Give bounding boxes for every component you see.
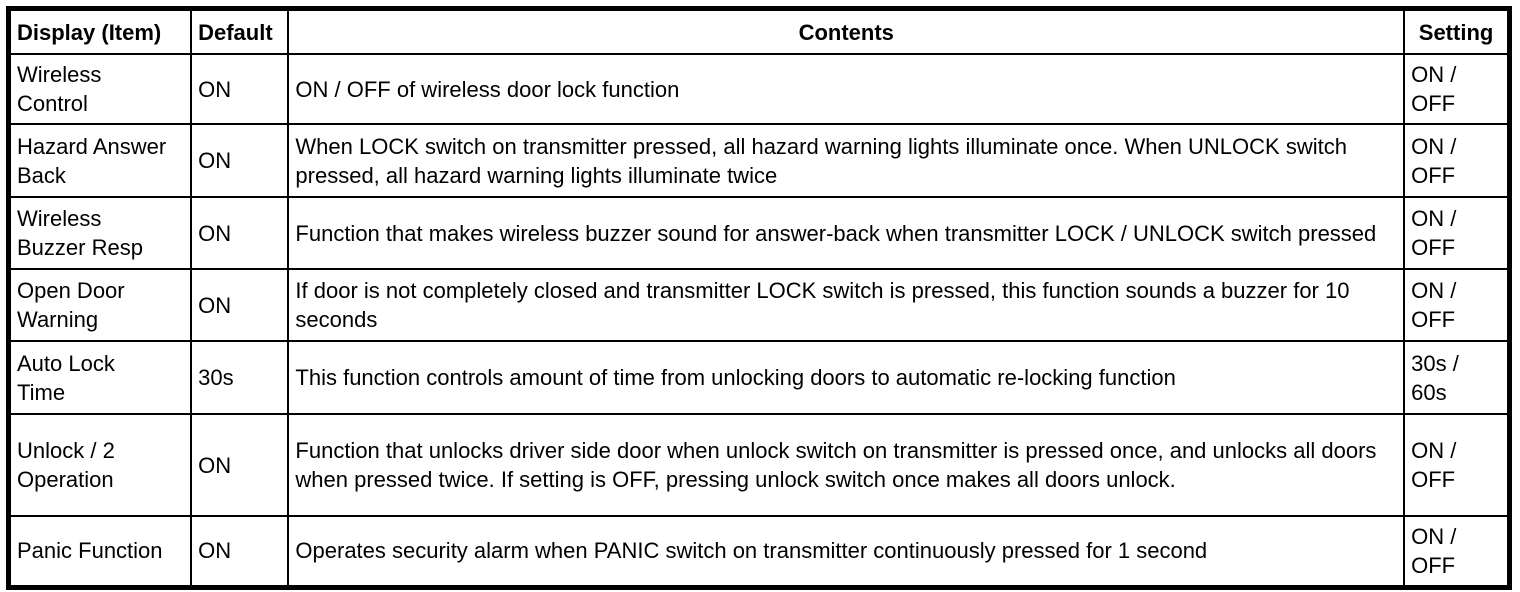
- default-cell: ON: [190, 196, 290, 270]
- contents-cell: This function controls amount of time fr…: [287, 340, 1406, 415]
- header-contents: Contents: [287, 7, 1406, 55]
- contents-cell: If door is not completely closed and tra…: [287, 268, 1406, 342]
- item-cell: Hazard Answer Back: [7, 123, 193, 198]
- setting-cell: ON / OFF: [1403, 413, 1511, 517]
- default-cell: ON: [190, 413, 290, 517]
- header-display-item: Display (Item): [7, 7, 193, 55]
- setting-cell: 30s / 60s: [1403, 340, 1511, 415]
- default-cell: ON: [190, 123, 290, 198]
- default-cell: 30s: [190, 340, 290, 415]
- setting-cell: ON / OFF: [1403, 196, 1511, 270]
- header-default: Default: [190, 7, 290, 55]
- item-cell: Auto Lock Time: [7, 340, 193, 415]
- table-row-wireless-control: Wireless Control ON ON / OFF of wireless…: [7, 53, 1511, 125]
- wireless-door-lock-settings-table: Display (Item) Default Contents Setting …: [6, 6, 1512, 590]
- default-cell: ON: [190, 268, 290, 342]
- item-cell: Wireless Buzzer Resp: [7, 196, 193, 270]
- table-row-open-door-warning: Open Door Warning ON If door is not comp…: [7, 268, 1511, 342]
- setting-cell: ON / OFF: [1403, 268, 1511, 342]
- default-cell: ON: [190, 515, 290, 588]
- setting-cell: ON / OFF: [1403, 515, 1511, 588]
- default-cell: ON: [190, 53, 290, 125]
- contents-cell: ON / OFF of wireless door lock function: [287, 53, 1406, 125]
- setting-cell: ON / OFF: [1403, 53, 1511, 125]
- table-row-auto-lock-time: Auto Lock Time 30s This function control…: [7, 340, 1511, 415]
- item-cell: Unlock / 2 Operation: [7, 413, 193, 517]
- table-header-row: Display (Item) Default Contents Setting: [7, 7, 1511, 55]
- item-cell: Open Door Warning: [7, 268, 193, 342]
- item-cell: Panic Function: [7, 515, 193, 588]
- item-cell: Wireless Control: [7, 53, 193, 125]
- setting-cell: ON / OFF: [1403, 123, 1511, 198]
- table-row-unlock-2-operation: Unlock / 2 Operation ON Function that un…: [7, 413, 1511, 517]
- table-row-wireless-buzzer-resp: Wireless Buzzer Resp ON Function that ma…: [7, 196, 1511, 270]
- header-setting: Setting: [1403, 7, 1511, 55]
- contents-cell: When LOCK switch on transmitter pressed,…: [287, 123, 1406, 198]
- contents-cell: Function that makes wireless buzzer soun…: [287, 196, 1406, 270]
- contents-cell: Operates security alarm when PANIC switc…: [287, 515, 1406, 588]
- contents-cell: Function that unlocks driver side door w…: [287, 413, 1406, 517]
- table-row-hazard-answer-back: Hazard Answer Back ON When LOCK switch o…: [7, 123, 1511, 198]
- table-row-panic-function: Panic Function ON Operates security alar…: [7, 515, 1511, 588]
